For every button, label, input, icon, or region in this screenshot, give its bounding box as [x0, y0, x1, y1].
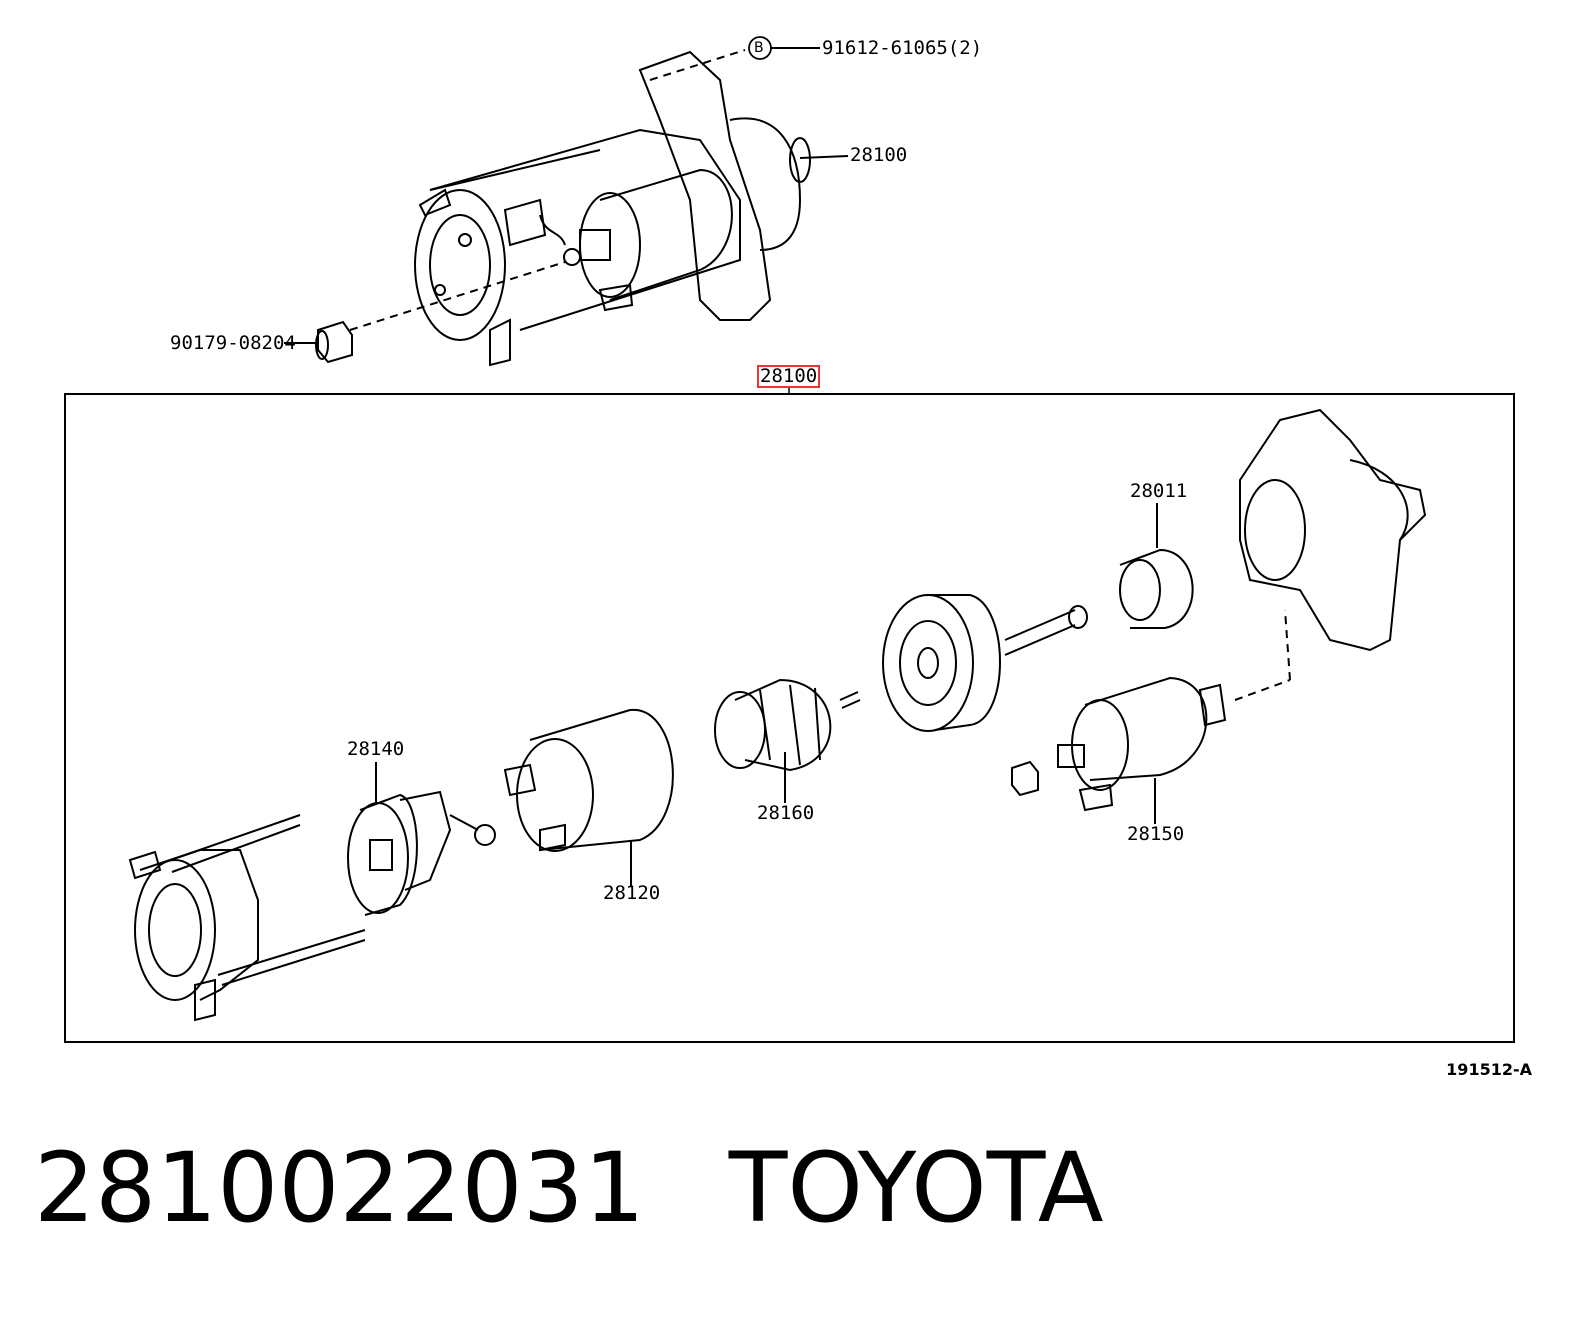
exploded-view-drawing — [128, 408, 1427, 1022]
callout-starter-28100[interactable]: 28100 — [850, 144, 908, 166]
callout-solenoid-28150[interactable]: 28150 — [1127, 823, 1185, 845]
caption-part-number: 2810022031 — [34, 1132, 645, 1244]
callout-nut-90179-08204[interactable]: 90179-08204 — [170, 332, 296, 354]
starter-assembly-drawing — [284, 36, 849, 367]
callout-brush-holder-28140[interactable]: 28140 — [347, 738, 405, 760]
callout-assembly-28100-highlighted[interactable]: 28100 — [757, 365, 821, 388]
callout-armature-28160[interactable]: 28160 — [757, 802, 815, 824]
callout-pinion-28011[interactable]: 28011 — [1130, 480, 1188, 502]
marker-b-label: B — [754, 40, 764, 56]
callout-yoke-28120[interactable]: 28120 — [603, 882, 661, 904]
exploded-view-frame — [64, 393, 1515, 1043]
diagram-code: 191512-A — [1446, 1060, 1532, 1079]
callout-bolt-91612-61065[interactable]: 91612-61065(2) — [822, 37, 983, 59]
caption-brand: TOYOTA — [728, 1132, 1104, 1244]
